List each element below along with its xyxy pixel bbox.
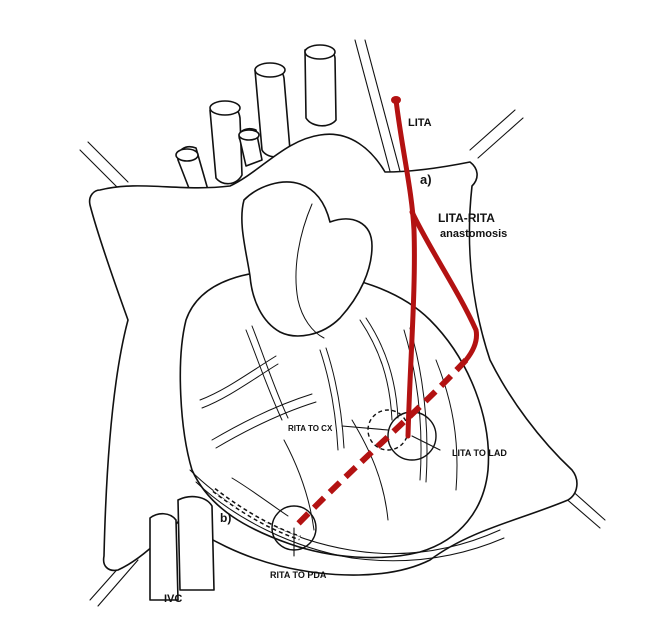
- label-marker-a: a): [420, 172, 432, 187]
- grafts: [291, 96, 479, 531]
- label-ivc: IVC: [164, 593, 182, 605]
- rita-graft: [409, 209, 479, 363]
- label-rita-to-pda: RITA TO PDA: [270, 570, 327, 580]
- label-anastomosis-2: anastomosis: [440, 228, 507, 240]
- label-anastomosis-1: LITA-RITA: [438, 211, 495, 225]
- label-marker-b: b): [220, 511, 231, 525]
- leader-lines: [293, 425, 441, 557]
- atrium: [241, 181, 373, 337]
- ivc-vessel-2: [177, 495, 215, 591]
- label-lita: LITA: [408, 117, 432, 129]
- rita-dashed-graft: [291, 357, 469, 531]
- ivc-vessel: [149, 512, 179, 601]
- lita-graft: [393, 97, 417, 439]
- label-rita-to-cx: RITA TO CX: [288, 424, 333, 433]
- coronary-vessels: [199, 317, 458, 531]
- label-lita-to-lad: LITA TO LAD: [452, 448, 507, 458]
- lita-origin: [391, 96, 401, 104]
